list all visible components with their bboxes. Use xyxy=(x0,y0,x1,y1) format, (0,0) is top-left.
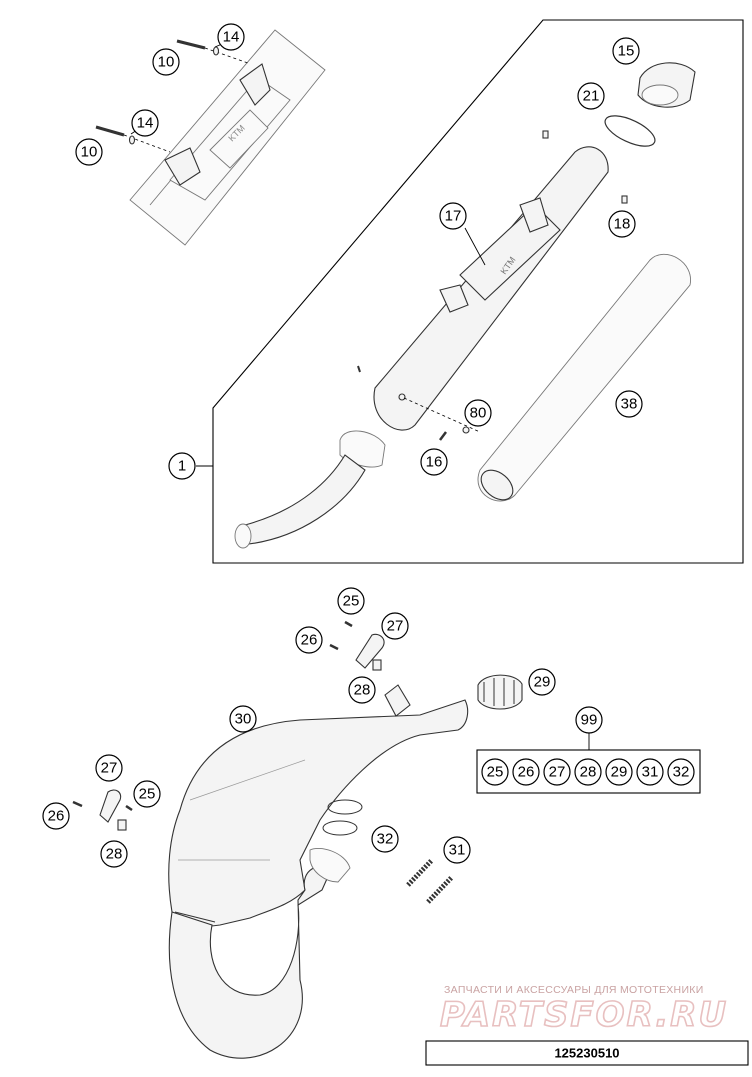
kit-part-26: 26 xyxy=(512,758,540,786)
callout-80: 80 xyxy=(464,399,492,427)
svg-text:10: 10 xyxy=(158,54,175,71)
callout-25: 25 xyxy=(337,587,365,615)
screw-16 xyxy=(357,365,481,441)
svg-text:28: 28 xyxy=(580,764,597,781)
svg-text:32: 32 xyxy=(673,764,690,781)
kit-part-25: 25 xyxy=(481,758,509,786)
rivet-upper xyxy=(542,130,549,139)
svg-text:1: 1 xyxy=(178,458,186,475)
svg-text:25: 25 xyxy=(487,764,504,781)
bracket-27-upper xyxy=(329,620,385,671)
end-cap xyxy=(637,62,696,108)
o-ring xyxy=(604,115,656,147)
kit-part-31: 31 xyxy=(636,758,664,786)
kit-99-box: 25 26 27 28 29 31 32 xyxy=(476,749,701,794)
svg-text:29: 29 xyxy=(611,764,628,781)
silencer-body: KTM xyxy=(234,146,609,549)
gasket-upper xyxy=(327,799,363,815)
callout-99: 99 xyxy=(575,706,603,734)
rivet-18 xyxy=(621,195,628,204)
callout-27: 27 xyxy=(381,612,409,640)
gasket-lower xyxy=(322,820,358,836)
rubber-sleeve xyxy=(477,674,523,710)
diagram-code: 125230510 xyxy=(554,1046,619,1061)
svg-text:18: 18 xyxy=(614,216,631,233)
svg-text:80: 80 xyxy=(470,405,487,422)
callout-27: 27 xyxy=(95,754,123,782)
svg-text:16: 16 xyxy=(426,454,443,471)
svg-text:21: 21 xyxy=(583,88,600,105)
callout-15: 15 xyxy=(612,37,640,65)
callout-30: 30 xyxy=(229,705,257,733)
svg-text:29: 29 xyxy=(534,674,551,691)
svg-text:15: 15 xyxy=(618,43,635,60)
svg-text:30: 30 xyxy=(235,711,252,728)
svg-text:28: 28 xyxy=(354,682,371,699)
svg-text:17: 17 xyxy=(445,208,462,225)
callout-31: 31 xyxy=(443,836,471,864)
callout-21: 21 xyxy=(577,82,605,110)
watermark-brand: PARTSFOR.RU xyxy=(440,995,728,1035)
watermark-tagline: ЗАПЧАСТИ И АКСЕССУАРЫ ДЛЯ МОТОТЕХНИКИ xyxy=(444,984,704,996)
svg-text:25: 25 xyxy=(139,786,156,803)
svg-text:31: 31 xyxy=(642,764,659,781)
bolt-10-lower xyxy=(95,125,171,153)
svg-text:27: 27 xyxy=(549,764,566,781)
silencer-assembly-frame xyxy=(212,19,744,564)
callout-32: 32 xyxy=(371,825,399,853)
callout-38: 38 xyxy=(615,390,643,418)
svg-text:38: 38 xyxy=(621,396,638,413)
kit-part-27: 27 xyxy=(543,758,571,786)
callout-14: 14 xyxy=(217,23,245,51)
callout-26: 26 xyxy=(42,802,70,830)
svg-text:25: 25 xyxy=(343,593,360,610)
svg-text:14: 14 xyxy=(137,115,154,132)
callout-28: 28 xyxy=(348,676,376,704)
kit-part-32: 32 xyxy=(667,758,695,786)
svg-text:27: 27 xyxy=(387,618,404,635)
diagram-code-box: 125230510 xyxy=(425,1040,749,1066)
callout-17: 17 xyxy=(439,202,467,230)
kit-part-28: 28 xyxy=(574,758,602,786)
callout-18: 18 xyxy=(608,210,636,238)
springs xyxy=(406,858,454,904)
bolt-10-upper xyxy=(176,39,249,64)
callout-1: 1 xyxy=(168,452,196,480)
silencer-packing xyxy=(477,254,691,502)
svg-text:27: 27 xyxy=(101,760,118,777)
svg-text:26: 26 xyxy=(301,632,318,649)
bracket-27-lower xyxy=(72,789,133,831)
svg-text:26: 26 xyxy=(518,764,535,781)
callout-26: 26 xyxy=(295,626,323,654)
svg-text:31: 31 xyxy=(449,842,466,859)
exhaust-pipe xyxy=(168,684,469,1059)
callout-10: 10 xyxy=(152,48,180,76)
callout-25: 25 xyxy=(133,780,161,808)
callout-10: 10 xyxy=(75,138,103,166)
svg-text:14: 14 xyxy=(223,29,240,46)
svg-text:32: 32 xyxy=(377,831,394,848)
svg-text:26: 26 xyxy=(48,808,65,825)
reference-silencer-illustration: KTM xyxy=(129,29,326,246)
callout-28: 28 xyxy=(100,840,128,868)
svg-text:28: 28 xyxy=(106,846,123,863)
svg-text:10: 10 xyxy=(81,144,98,161)
callout-14: 14 xyxy=(131,109,159,137)
svg-text:99: 99 xyxy=(581,712,598,729)
callout-16: 16 xyxy=(420,448,448,476)
kit-part-29: 29 xyxy=(605,758,633,786)
callout-29: 29 xyxy=(528,668,556,696)
